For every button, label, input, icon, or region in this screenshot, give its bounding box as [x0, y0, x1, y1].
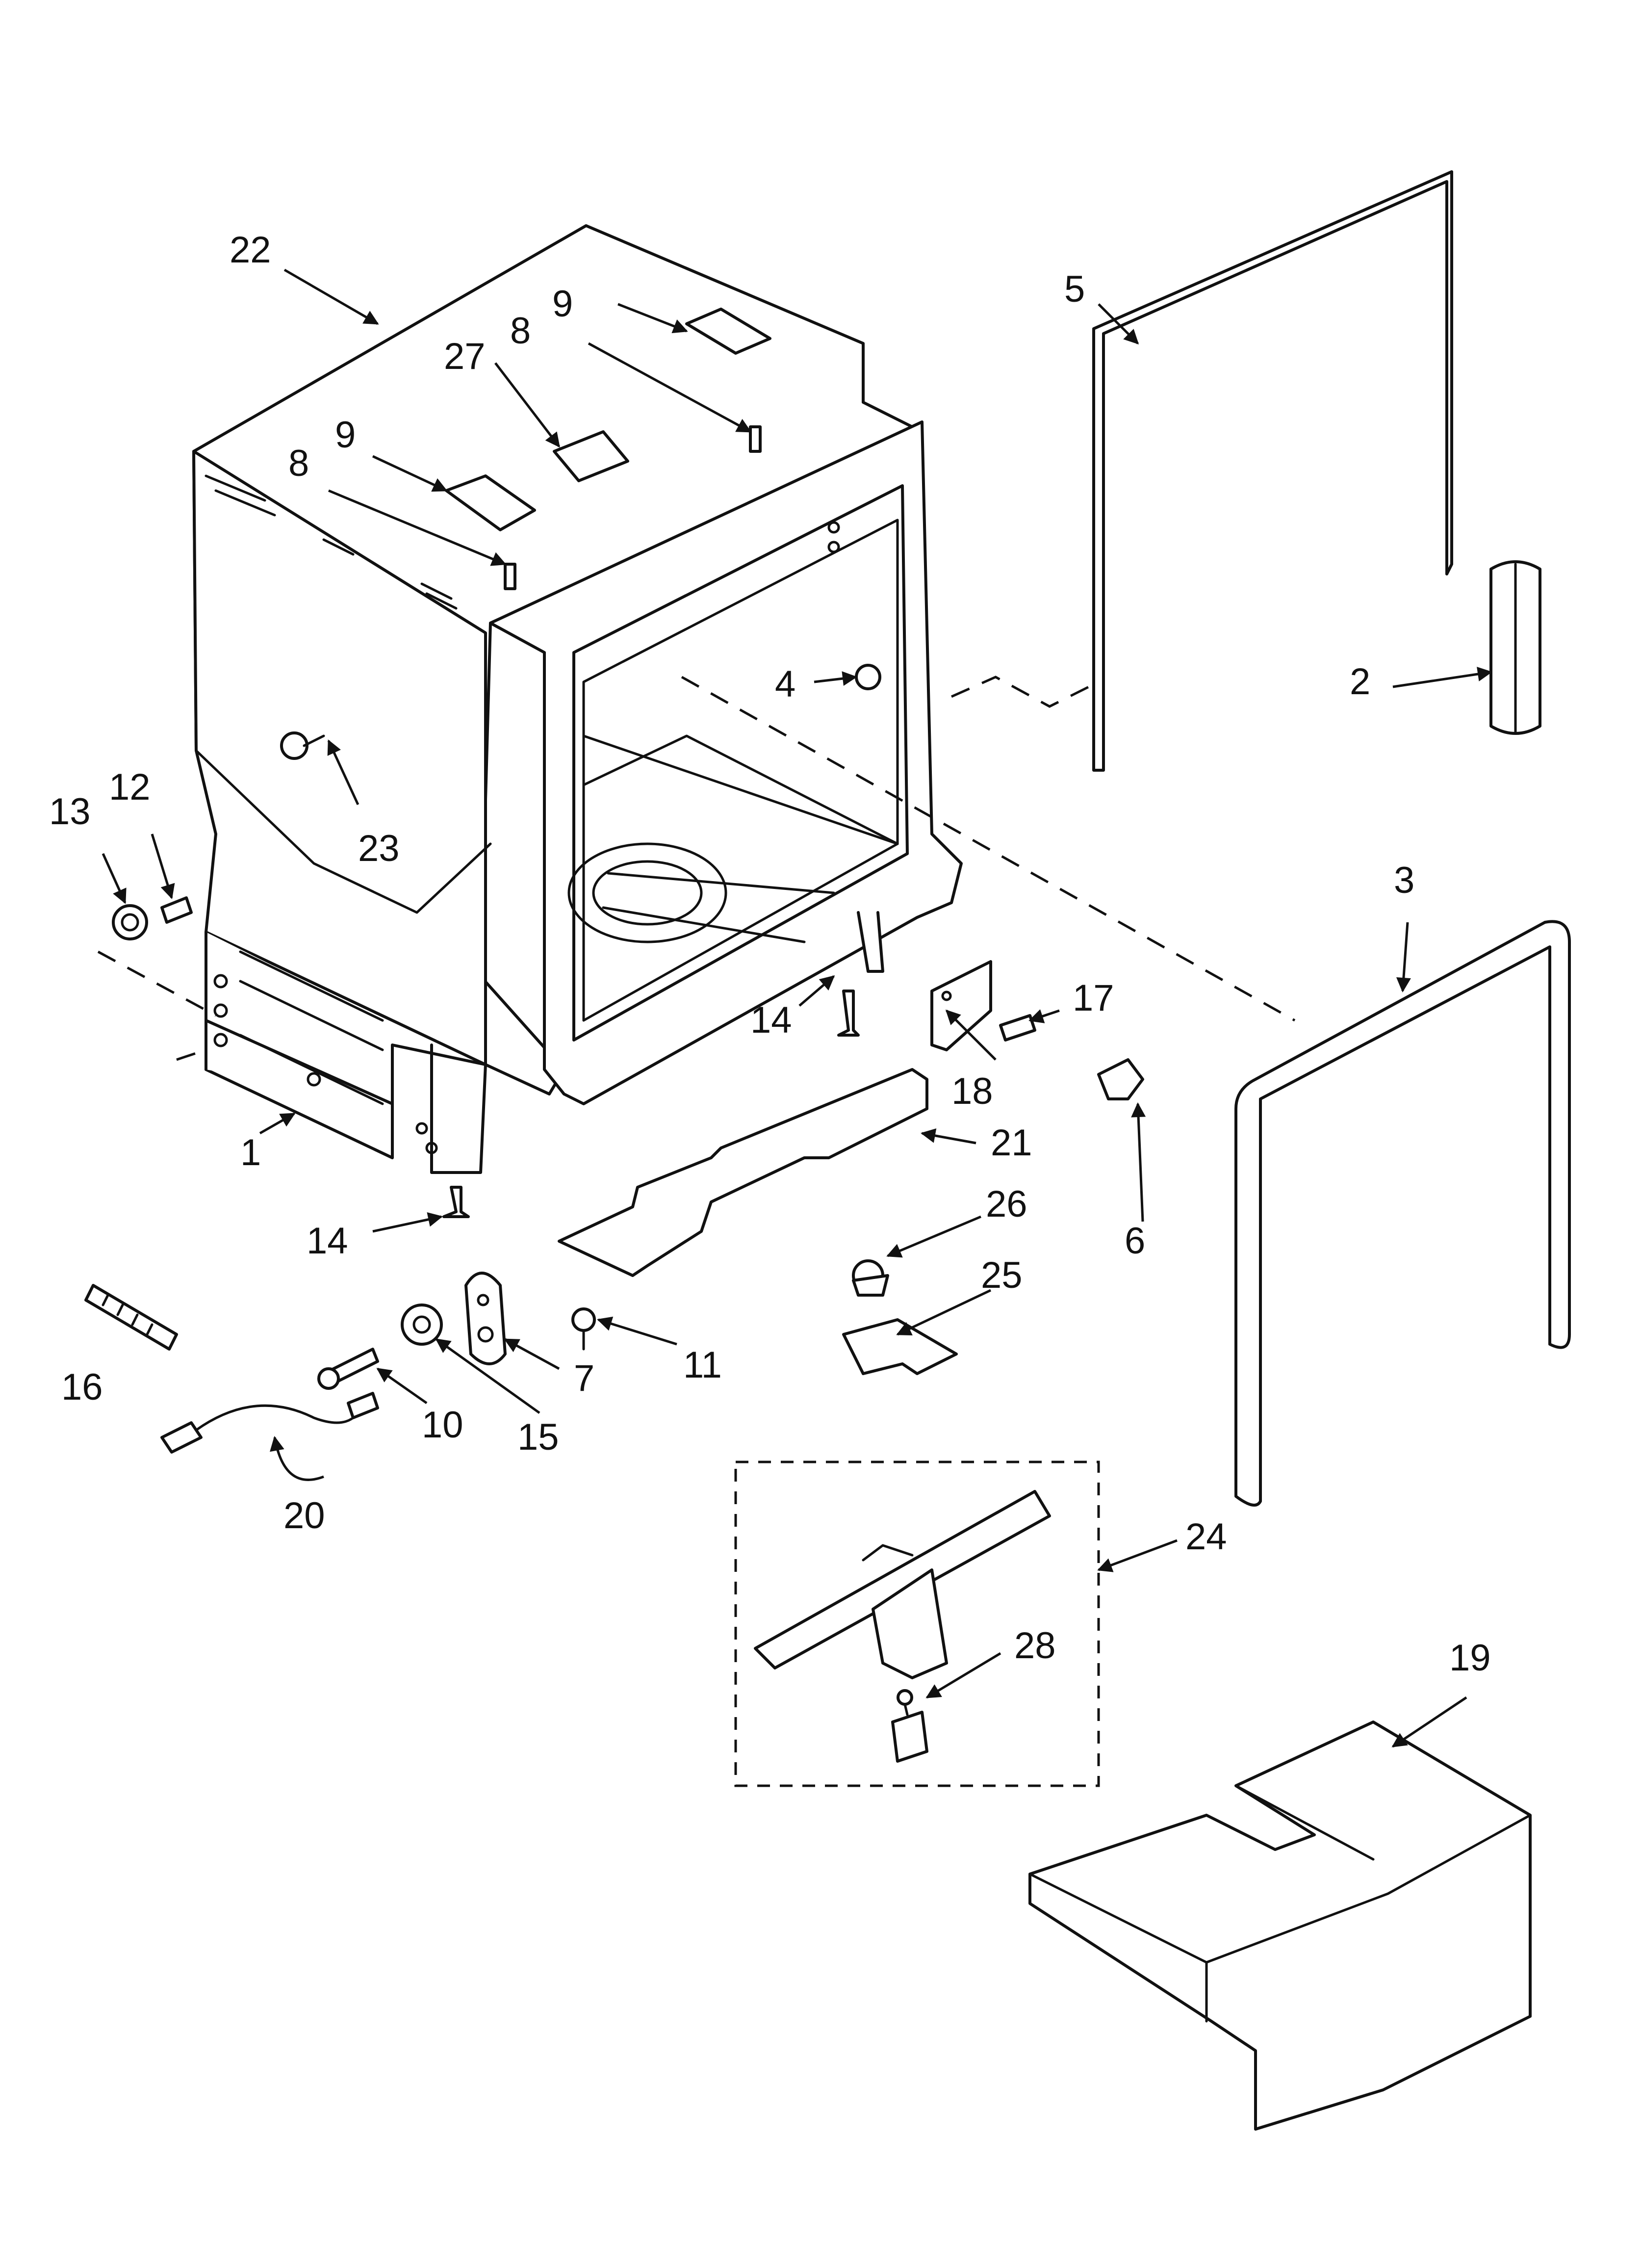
callout-13: 13 [49, 791, 91, 833]
callout-22: 23 [358, 828, 400, 869]
part-19-bracket [930, 960, 992, 1051]
part-5-gasket [1092, 170, 1453, 772]
callout-16: 16 [61, 1366, 103, 1408]
part-4-plug [855, 664, 881, 690]
callout-26: 27 [444, 336, 486, 377]
base-frame [205, 931, 487, 1174]
callout-11: 11 [683, 1344, 722, 1386]
callout-19: 18 [951, 1070, 993, 1112]
callout-1: 1 [240, 1132, 261, 1173]
callout-21: 21 [991, 1122, 1032, 1164]
part-8b-screw [749, 425, 762, 453]
callout-12: 12 [109, 766, 151, 808]
callout-8a: 8 [288, 443, 309, 484]
alignment-line-left-1 [97, 950, 217, 1017]
callout-4: 4 [775, 663, 795, 705]
part-25-pad [852, 1259, 889, 1297]
part-12-screw [160, 896, 193, 924]
callout-27: 24 [1185, 1516, 1227, 1558]
callout-28: 28 [1014, 1625, 1056, 1667]
tub-assembly [192, 224, 963, 1105]
alignment-line-top [950, 676, 1090, 708]
part-11-plug [571, 1307, 596, 1351]
part-21-plate [558, 1068, 928, 1277]
part-2-tube [1489, 560, 1541, 735]
part-27-kit-box [734, 1460, 1100, 1787]
alignment-line-right [681, 676, 1296, 1022]
part-17-base-pan [1028, 1721, 1532, 2131]
callout-5: 5 [1064, 268, 1085, 310]
part-14a-foot [837, 990, 860, 1037]
callout-23: 22 [230, 229, 271, 271]
part-20-cable [160, 1392, 379, 1454]
part-22-plug [280, 731, 325, 760]
callout-20: 20 [283, 1495, 325, 1537]
callout-6: 6 [1125, 1220, 1145, 1262]
part-24-bracket [842, 1318, 958, 1375]
part-27-housing [754, 1490, 1051, 1679]
callout-7: 7 [574, 1357, 594, 1399]
callout-17: 19 [1449, 1637, 1491, 1679]
callout-9b: 9 [552, 283, 573, 325]
part-10-bolt [317, 1348, 379, 1390]
callout-24: 25 [981, 1254, 1023, 1296]
part-3-gasket [1234, 920, 1571, 1507]
part-7-hinge [464, 1272, 507, 1365]
part-18-screw [999, 1014, 1036, 1042]
part-16-spring [84, 1284, 178, 1351]
part-26-clip [553, 430, 629, 482]
callout-2: 2 [1350, 661, 1370, 703]
part-13-wheel [112, 904, 148, 940]
part-15-washer [401, 1303, 443, 1346]
part-14b-foot [442, 1186, 470, 1218]
part-6-clip [1097, 1058, 1144, 1100]
callout-10: 10 [422, 1404, 463, 1446]
callout-3: 3 [1394, 860, 1414, 901]
callout-9a: 9 [335, 414, 356, 456]
part-9a-bracket [445, 474, 536, 531]
alignment-line-left-2 [176, 1048, 206, 1061]
part-28-component [891, 1689, 928, 1763]
callout-labels: 22 9 8 27 9 8 5 2 4 23 3 13 12 14 17 18 … [49, 229, 1491, 1679]
callout-18: 17 [1073, 977, 1114, 1019]
part-8a-screw [504, 563, 516, 590]
callout-14b: 14 [307, 1220, 348, 1262]
leader-arrows [102, 268, 1492, 1748]
callout-8b: 8 [510, 310, 531, 352]
callout-25: 26 [986, 1183, 1027, 1225]
part-9b-bracket [685, 308, 771, 355]
callout-15: 15 [517, 1416, 559, 1458]
callout-14a: 14 [750, 999, 792, 1041]
